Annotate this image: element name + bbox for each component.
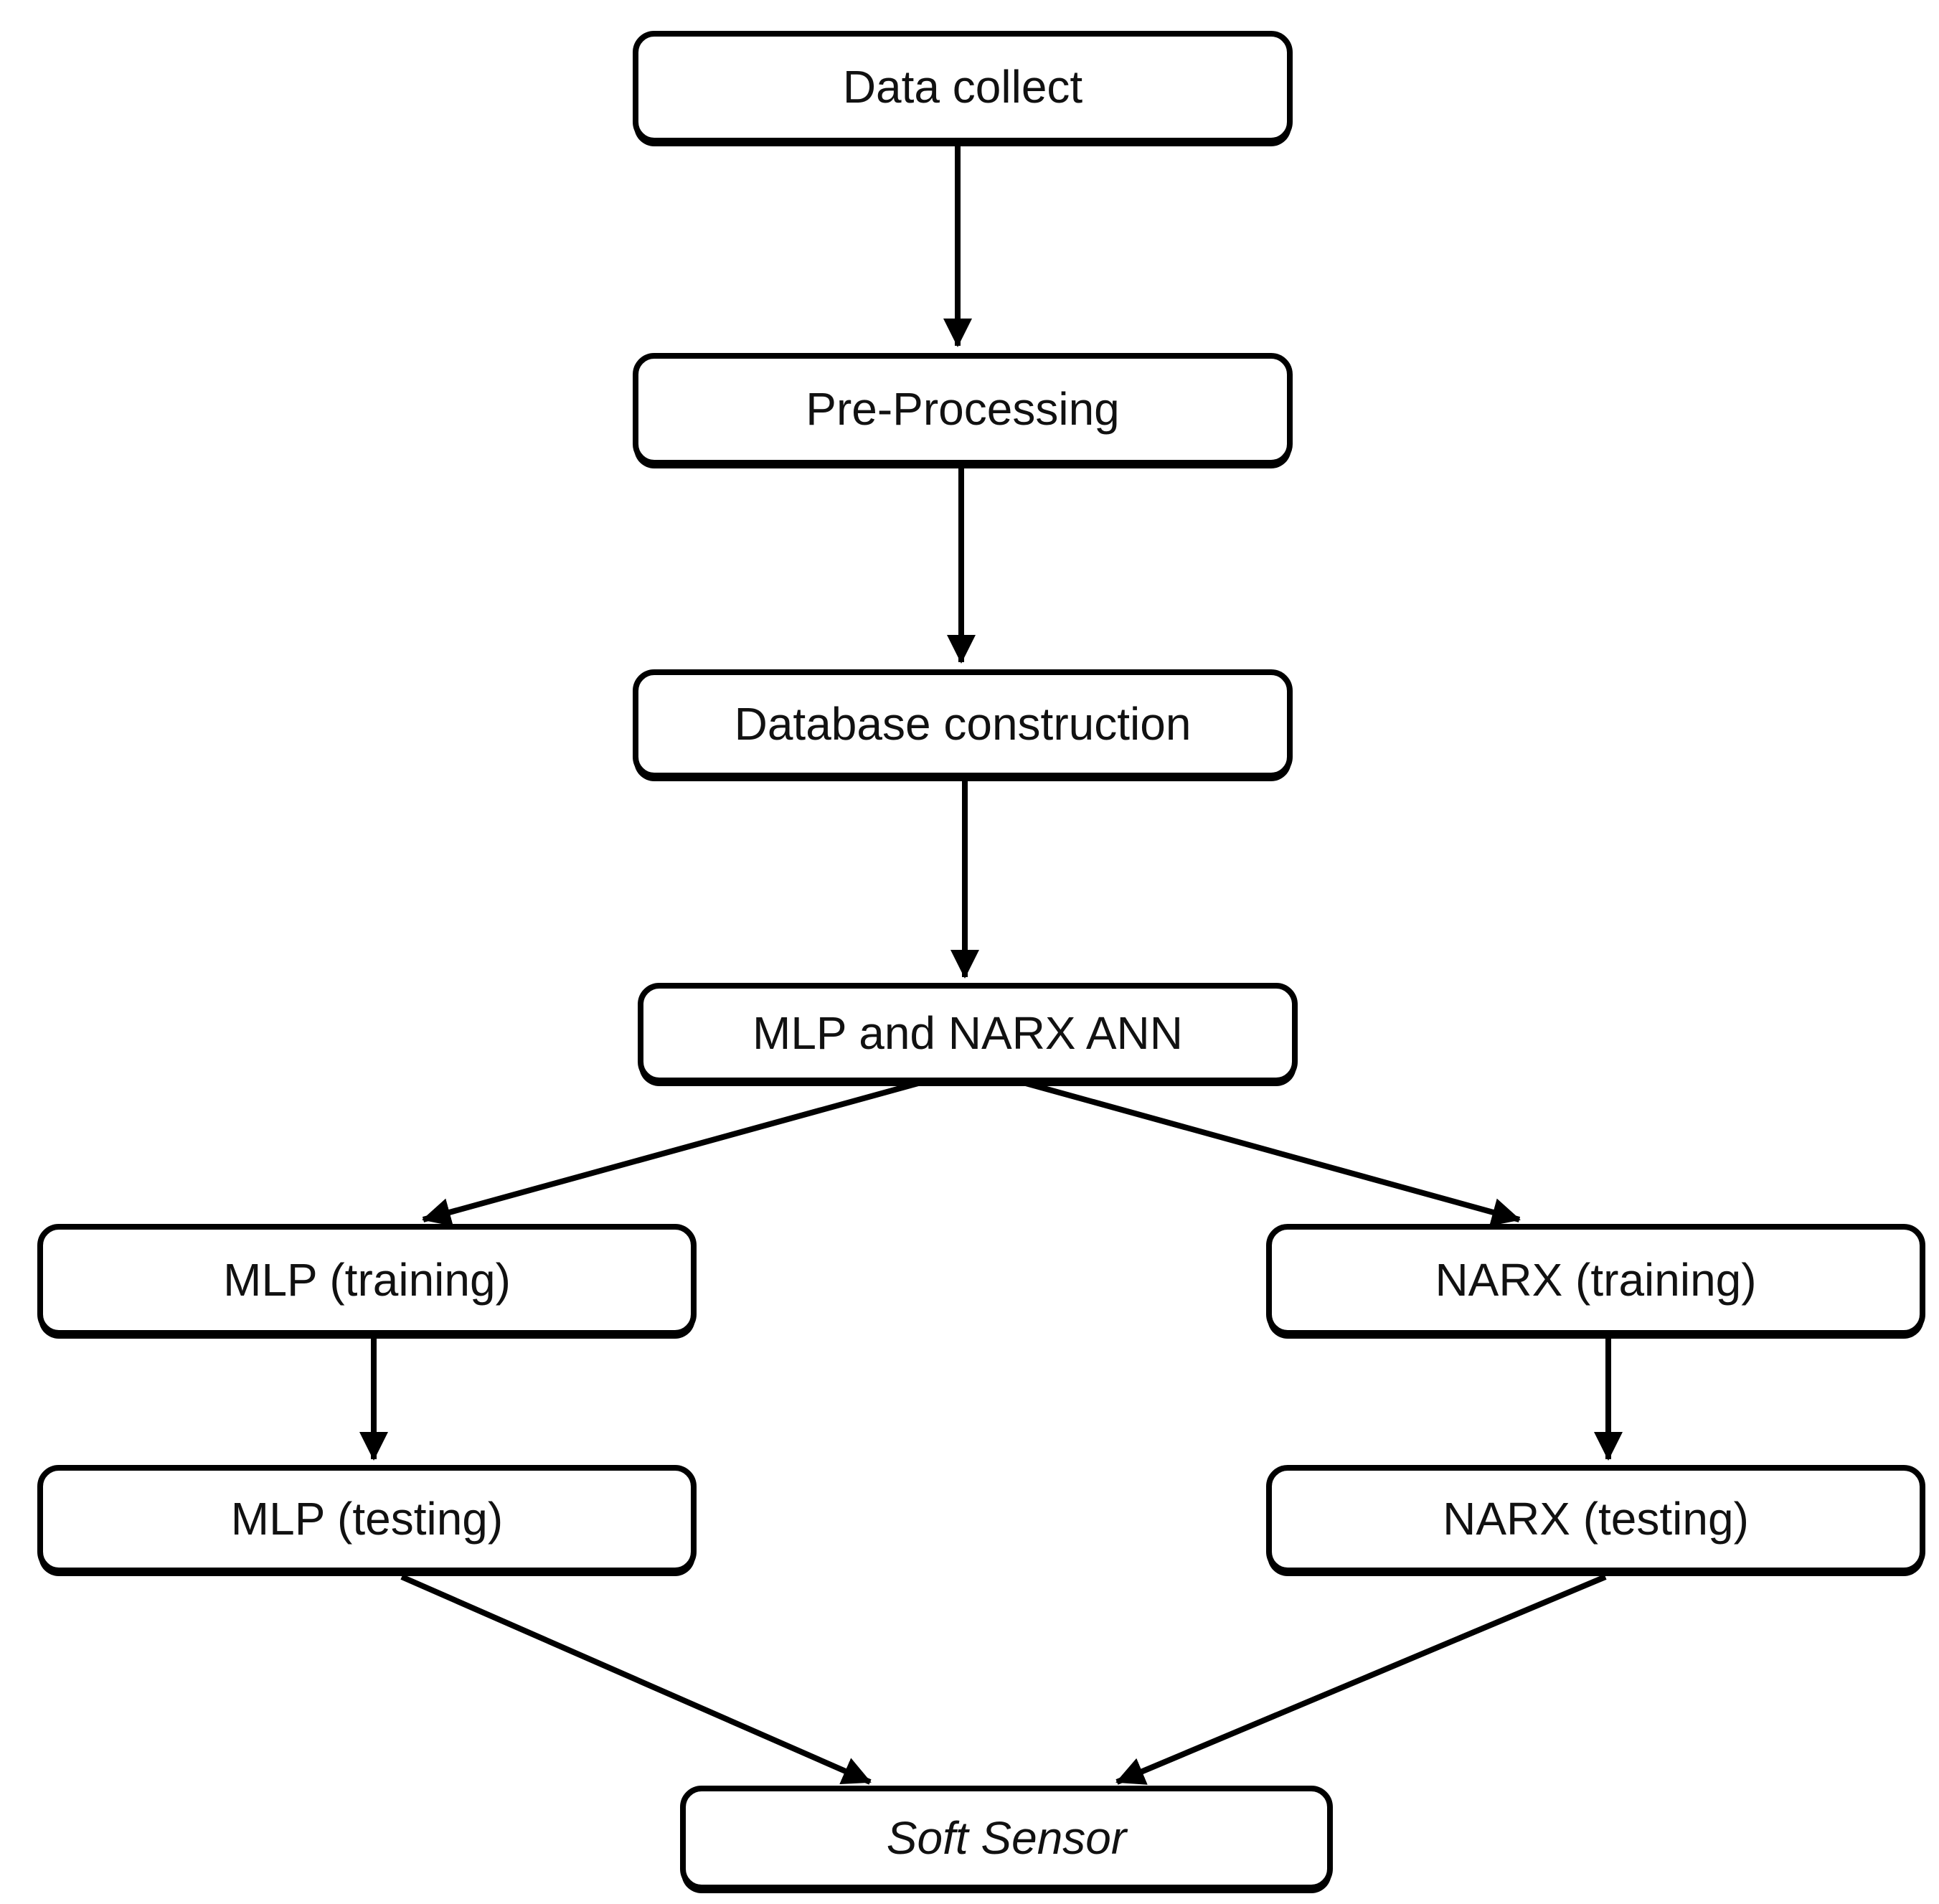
- edge-mlp-and-narx-ann-to-mlp-training: [422, 1080, 920, 1227]
- edge-narx-testing-to-soft-sensor: [1115, 1574, 1607, 1785]
- node-mlp-training-label: MLP (training): [223, 1253, 511, 1306]
- node-soft-sensor: Soft Sensor: [680, 1786, 1333, 1890]
- node-soft-sensor-label: Soft Sensor: [886, 1811, 1127, 1864]
- node-narx-training: NARX (training): [1266, 1224, 1925, 1336]
- node-mlp-testing: MLP (testing): [37, 1465, 697, 1573]
- edge-mlp-testing-to-soft-sensor: [400, 1574, 872, 1785]
- node-database-construction: Database construction: [633, 669, 1293, 778]
- node-pre-processing-label: Pre-Processing: [806, 383, 1120, 435]
- node-narx-testing: NARX (testing): [1266, 1465, 1925, 1573]
- node-mlp-testing-label: MLP (testing): [230, 1493, 504, 1545]
- node-data-collect: Data collect: [633, 31, 1293, 143]
- node-pre-processing: Pre-Processing: [633, 353, 1293, 466]
- node-narx-training-label: NARX (training): [1435, 1253, 1757, 1306]
- node-data-collect-label: Data collect: [842, 61, 1083, 113]
- node-mlp-and-narx-ann-label: MLP and NARX ANN: [753, 1007, 1183, 1059]
- node-database-construction-label: Database construction: [734, 697, 1192, 750]
- node-mlp-and-narx-ann: MLP and NARX ANN: [638, 983, 1298, 1083]
- node-narx-testing-label: NARX (testing): [1443, 1493, 1749, 1545]
- edge-mlp-and-narx-ann-to-narx-training: [1024, 1080, 1521, 1227]
- node-mlp-training: MLP (training): [37, 1224, 697, 1336]
